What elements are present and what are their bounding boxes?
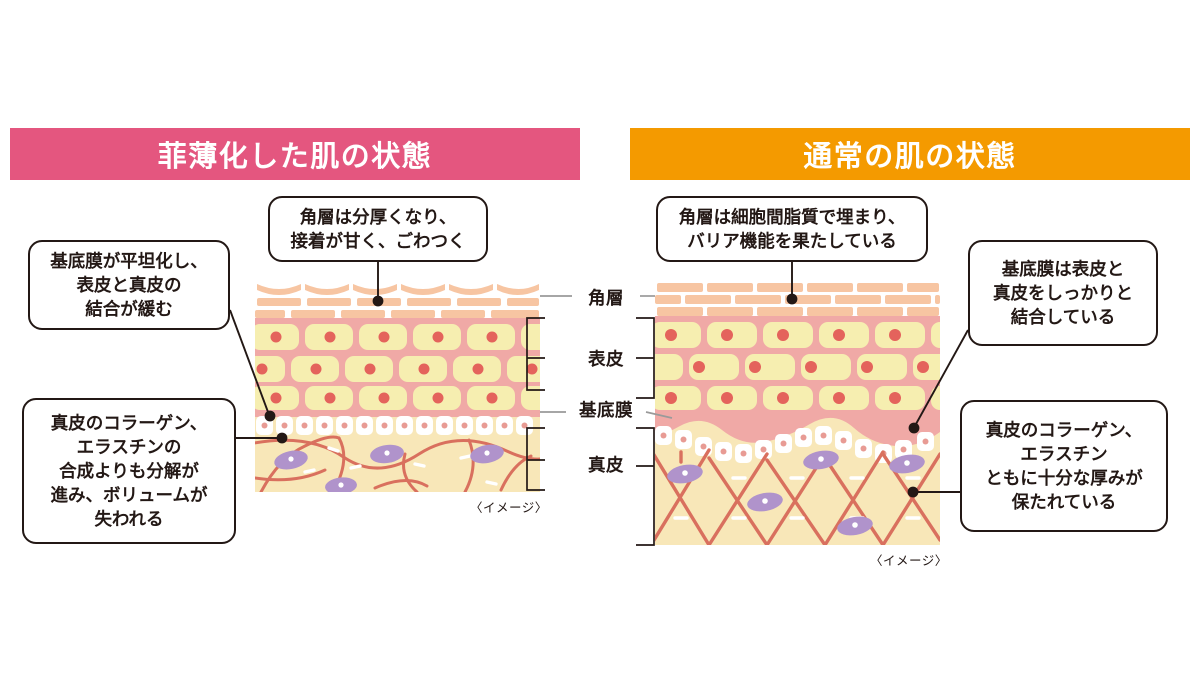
keratinocyte-row-2 bbox=[655, 354, 940, 380]
center-rules-left bbox=[540, 295, 572, 413]
corneocyte-row-3 bbox=[657, 307, 939, 316]
callout-normal-basement-membrane: 基底膜は表皮と真皮をしっかりと結合している bbox=[968, 240, 1158, 346]
callout-thin-basement-membrane-text: 基底膜が平坦化し、表皮と真皮の結合が緩む bbox=[50, 250, 208, 320]
skin-cross-section-normal bbox=[655, 282, 940, 545]
callout-thin-corneum: 角層は分厚くなり、接着が甘く、ごわつく bbox=[268, 196, 488, 262]
keratinocyte-row-1 bbox=[655, 322, 940, 348]
callout-normal-basement-membrane-text: 基底膜は表皮と真皮をしっかりと結合している bbox=[993, 258, 1133, 328]
keratinocyte-row-3 bbox=[255, 386, 540, 410]
skin-cross-section-thin bbox=[255, 282, 540, 492]
callout-normal-dermis-text: 真皮のコラーゲン、エラスチンともに十分な厚みが保たれている bbox=[985, 419, 1143, 513]
callout-normal-corneum: 角層は細胞間脂質で埋まり、バリア機能を果たしている bbox=[656, 196, 928, 262]
center-brackets-right bbox=[636, 317, 655, 546]
callout-thin-dermis: 真皮のコラーゲン、エラスチンの合成よりも分解が進み、ボリュームが失われる bbox=[22, 398, 236, 544]
fibroblast-group bbox=[667, 450, 925, 536]
layer-label-corneum: 角層 bbox=[588, 288, 624, 308]
fibroblast-group bbox=[274, 444, 504, 492]
layer-label-epidermis: 表皮 bbox=[588, 349, 624, 369]
corneocyte-row-2 bbox=[255, 310, 539, 318]
corneocyte-row-1 bbox=[657, 283, 939, 292]
caption-normal-skin: 〈イメージ〉 bbox=[870, 554, 948, 568]
panel-title-normal-skin-label: 通常の肌の状態 bbox=[803, 141, 1017, 173]
corneocyte-row-1 bbox=[257, 298, 539, 306]
collagen-network-sparse bbox=[255, 435, 540, 492]
panel-title-thin-skin: 菲薄化した肌の状態 bbox=[10, 128, 580, 180]
layer-label-dermis: 真皮 bbox=[588, 455, 624, 475]
callout-normal-corneum-text: 角層は細胞間脂質で埋まり、バリア機能を果たしている bbox=[678, 206, 906, 251]
basement-membrane-flat bbox=[255, 414, 540, 435]
corneocyte-row-2 bbox=[655, 295, 940, 304]
panel-title-normal-skin: 通常の肌の状態 bbox=[630, 128, 1190, 180]
callout-thin-basement-membrane: 基底膜が平坦化し、表皮と真皮の結合が緩む bbox=[28, 240, 230, 330]
callout-thin-dermis-text: 真皮のコラーゲン、エラスチンの合成よりも分解が進み、ボリュームが失われる bbox=[50, 412, 208, 530]
corneocyte-peeling-row bbox=[257, 284, 539, 295]
caption-thin-skin: 〈イメージ〉 bbox=[470, 501, 548, 515]
keratinocyte-row-1 bbox=[255, 324, 540, 350]
keratinocyte-row-2 bbox=[255, 356, 540, 382]
callout-normal-dermis: 真皮のコラーゲン、エラスチンともに十分な厚みが保たれている bbox=[960, 400, 1168, 532]
callout-thin-corneum-text: 角層は分厚くなり、接着が甘く、ごわつく bbox=[290, 206, 466, 251]
keratinocyte-row-3 bbox=[655, 386, 940, 410]
panel-title-thin-skin-label: 菲薄化した肌の状態 bbox=[157, 141, 433, 173]
layer-label-basement: 基底膜 bbox=[579, 400, 633, 420]
